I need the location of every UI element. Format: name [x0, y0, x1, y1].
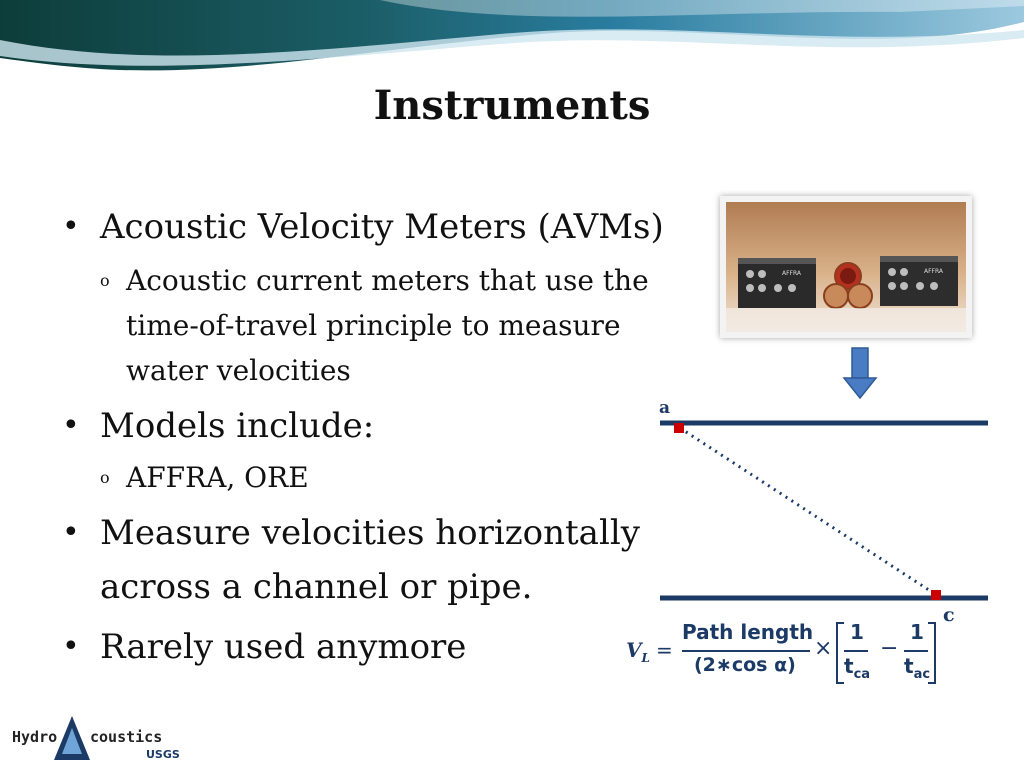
formula-denominator: (2∗cos α)	[694, 654, 796, 676]
transducer-c-marker	[931, 590, 941, 600]
formula-fraction-bar	[682, 650, 810, 652]
down-arrow-icon	[842, 347, 878, 400]
acoustic-path	[679, 426, 936, 596]
bullet-item: • Models include:	[62, 399, 702, 453]
slide-title: Instruments	[373, 82, 651, 129]
sub-bullet-item: o Acoustic current meters that use the	[62, 258, 702, 303]
bullet-item: • Acoustic Velocity Meters (AVMs)	[62, 200, 702, 254]
bullet-dot-icon: •	[62, 629, 80, 664]
bullet-text: across a channel or pipe.	[100, 567, 533, 607]
sub-bullet-text: AFFRA, ORE	[126, 461, 309, 494]
formula-fraction-bar	[844, 650, 868, 652]
sub-bullet-text: Acoustic current meters that use the	[126, 264, 649, 297]
bullet-dot-icon: •	[62, 209, 80, 244]
device-label: AFFRA	[924, 268, 944, 275]
sub-bullet-continuation: time-of-travel principle to measure	[62, 303, 702, 348]
velocity-formula: VL = Path length (2∗cos α) × 1 tca − 1 t…	[622, 616, 942, 686]
point-c-label: c	[943, 604, 955, 626]
logo-graphic: Hydro coustics USGS	[12, 716, 180, 761]
formula-t-ac: tac	[904, 654, 931, 682]
bullet-continuation: across a channel or pipe.	[62, 560, 702, 614]
logo-text-hydro: Hydro	[12, 728, 57, 746]
bullet-text: Models include:	[100, 406, 375, 446]
bullet-dot-icon: •	[62, 515, 80, 550]
bullet-list: • Acoustic Velocity Meters (AVMs) o Acou…	[62, 200, 702, 674]
formula-equals: =	[656, 638, 673, 662]
sub-bullet-text: water velocities	[126, 354, 351, 387]
device-label: AFFRA	[782, 270, 802, 277]
formula-lhs: VL	[626, 638, 650, 665]
formula-t-ca: tca	[844, 654, 871, 682]
formula-fraction-bar	[904, 650, 928, 652]
bullet-text: Measure velocities horizontally	[100, 513, 640, 553]
sub-bullet-text: time-of-travel principle to measure	[126, 309, 621, 342]
bullet-text: Acoustic Velocity Meters (AVMs)	[100, 207, 664, 247]
sub-bullet-circle-icon: o	[100, 271, 110, 290]
sub-bullet-item: o AFFRA, ORE	[62, 455, 702, 500]
bullet-item: • Measure velocities horizontally	[62, 506, 702, 560]
formula-one-right: 1	[910, 620, 924, 644]
formula-numerator: Path length	[682, 620, 814, 644]
formula-minus: −	[880, 636, 899, 661]
formula-left-bracket	[836, 622, 844, 684]
instrument-photo-illustration: AFFRA AFFRA	[726, 202, 966, 332]
bullet-item: • Rarely used anymore	[62, 620, 702, 674]
instrument-photo: AFFRA AFFRA	[720, 196, 972, 338]
bullet-dot-icon: •	[62, 408, 80, 443]
logo-usgs: USGS	[146, 748, 180, 761]
bullet-text: Rarely used anymore	[100, 627, 467, 667]
sub-bullet-continuation: water velocities	[62, 348, 702, 393]
logo-text-coustics: coustics	[90, 728, 162, 746]
formula-times: ×	[814, 636, 833, 661]
sub-bullet-circle-icon: o	[100, 468, 110, 487]
formula-right-bracket	[928, 622, 936, 684]
header-wave-banner	[0, 0, 1024, 80]
point-a-label: a	[659, 398, 671, 418]
hydroacoustics-logo: Hydro coustics USGS	[6, 712, 196, 766]
formula-one-left: 1	[850, 620, 864, 644]
